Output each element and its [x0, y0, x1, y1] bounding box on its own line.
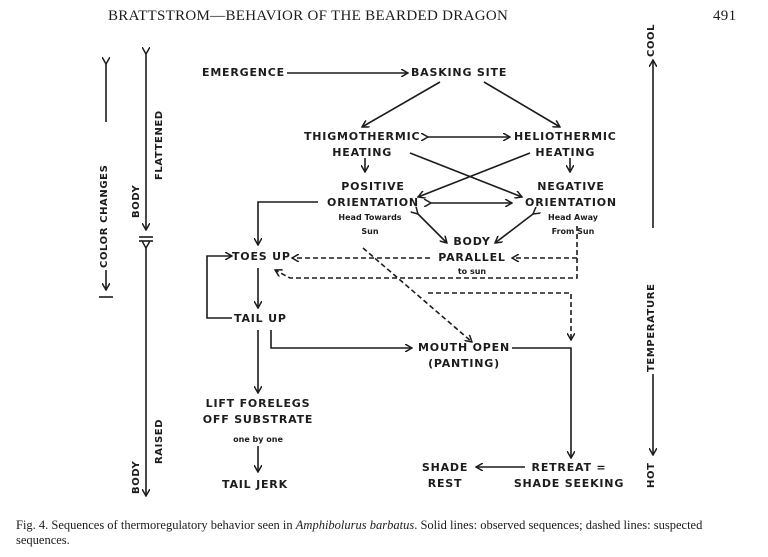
axis-cool: COOL	[646, 23, 657, 57]
node-line: (PANTING)	[428, 357, 500, 370]
running-title: BRATTSTROM—BEHAVIOR OF THE BEARDED DRAGO…	[108, 8, 509, 24]
node-toes-up: TOES UP	[232, 250, 291, 263]
note-line: From Sun	[551, 227, 595, 236]
node-lift-forelegs: LIFT FORELEGS OFF SUBSTRATE	[198, 396, 318, 428]
page-number: 491	[713, 8, 737, 24]
axis-body-raised-1: BODY	[131, 460, 142, 494]
body-parallel-note: to sun	[457, 267, 487, 276]
node-line: SHADE SEEKING	[513, 477, 625, 490]
node-line: OFF SUBSTRATE	[202, 413, 314, 426]
node-line: REST	[427, 477, 463, 490]
node-line: MOUTH OPEN	[418, 341, 510, 354]
node-line: ORIENTATION	[525, 196, 617, 209]
positive-orientation-note: Head Towards Sun	[325, 212, 415, 237]
caption-prefix: Fig. 4. Sequences of thermoregulatory be…	[16, 518, 296, 532]
node-line: POSITIVE	[341, 180, 405, 193]
negative-orientation-note: Head Away From Sun	[528, 212, 618, 237]
note-line: Sun	[361, 227, 379, 236]
axis-hot: HOT	[646, 462, 657, 489]
node-basking-site: BASKING SITE	[411, 66, 508, 79]
node-line: SHADE	[421, 461, 469, 474]
node-positive-orientation: POSITIVE ORIENTATION	[318, 179, 428, 211]
node-line: LIFT FORELEGS	[205, 397, 311, 410]
node-line: RETREAT =	[531, 461, 607, 474]
axis-body-flattened-2: FLATTENED	[154, 110, 165, 180]
node-line: PARALLEL	[438, 251, 506, 264]
note-line: Head Away	[548, 213, 598, 222]
node-negative-orientation: NEGATIVE ORIENTATION	[516, 179, 626, 211]
node-line: HEATING	[535, 146, 596, 159]
node-line: ORIENTATION	[327, 196, 419, 209]
caption-suffix: . Solid lines: observed sequences; dashe…	[16, 518, 703, 547]
axis-color-changes: COLOR CHANGES	[99, 164, 110, 268]
node-line: THIGMOTHERMIC	[304, 130, 421, 143]
node-mouth-open: MOUTH OPEN (PANTING)	[414, 340, 514, 372]
node-retreat-shade-seeking: RETREAT = SHADE SEEKING	[509, 460, 629, 492]
node-line: NEGATIVE	[537, 180, 605, 193]
node-line: HELIOTHERMIC	[514, 130, 617, 143]
node-line: HEATING	[332, 146, 393, 159]
axis-body-flattened-1: BODY	[131, 184, 142, 218]
node-tail-jerk: TAIL JERK	[222, 478, 288, 491]
note-line: Head Towards	[338, 213, 402, 222]
axis-body-raised-2: RAISED	[154, 418, 165, 464]
node-body-parallel: BODY PARALLEL	[432, 234, 512, 266]
figure-caption: Fig. 4. Sequences of thermoregulatory be…	[16, 518, 756, 548]
node-shade-rest: SHADE REST	[420, 460, 470, 492]
node-heliothermic-heating: HELIOTHERMIC HEATING	[514, 129, 617, 161]
lift-forelegs-note: one by one	[233, 435, 283, 444]
node-emergence: EMERGENCE	[202, 66, 285, 79]
node-thigmothermic-heating: THIGMOTHERMIC HEATING	[304, 129, 420, 161]
node-line: BODY	[453, 235, 491, 248]
node-tail-up: TAIL UP	[234, 312, 287, 325]
axis-temperature: TEMPERATURE	[646, 283, 657, 373]
caption-species: Amphibolurus barbatus	[295, 518, 415, 532]
